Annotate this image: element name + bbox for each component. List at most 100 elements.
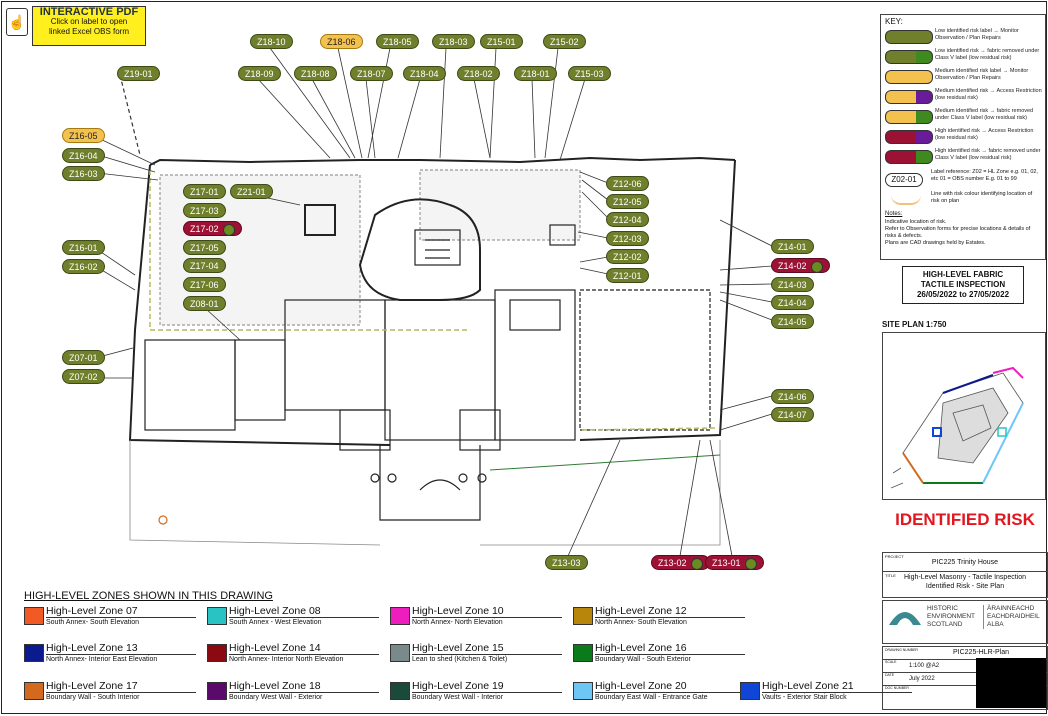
risk-label-text: Z14-06 — [778, 392, 807, 402]
scale-value: 1:100 @A2 — [909, 663, 940, 669]
key-swatch — [885, 130, 933, 144]
risk-label-z13-01[interactable]: Z13-01 — [705, 555, 764, 570]
project-divider — [883, 571, 1047, 572]
hes-logo-icon — [889, 612, 921, 625]
residual-risk-dot-icon — [690, 557, 703, 570]
risk-label-z18-08[interactable]: Z18-08 — [294, 66, 337, 81]
residual-risk-dot-icon — [222, 223, 235, 236]
risk-label-z16-01[interactable]: Z16-01 — [62, 240, 105, 255]
risk-label-z17-03[interactable]: Z17-03 — [183, 203, 226, 218]
risk-label-text: Z17-02 — [190, 224, 219, 234]
zone-name: High-Level Zone 18 — [229, 680, 321, 692]
banner-line-1: Click on label to open — [50, 17, 128, 26]
risk-label-z16-04[interactable]: Z16-04 — [62, 148, 105, 163]
risk-label-z07-02[interactable]: Z07-02 — [62, 369, 105, 384]
risk-label-z13-03[interactable]: Z13-03 — [545, 555, 588, 570]
key-row: High identified risk → fabric removed un… — [885, 147, 1043, 167]
zone-description: Boundary Wall - South Exterior — [595, 654, 745, 664]
risk-label-text: Z19-01 — [124, 69, 153, 79]
risk-label-z14-01[interactable]: Z14-01 — [771, 239, 814, 254]
zone-color-swatch — [573, 644, 593, 662]
risk-line-icon — [891, 195, 921, 205]
risk-label-z18-01[interactable]: Z18-01 — [514, 66, 557, 81]
risk-label-z15-01[interactable]: Z15-01 — [480, 34, 523, 49]
banner-line-2: linked Excel OBS form — [48, 27, 130, 36]
risk-label-z14-02[interactable]: Z14-02 — [771, 258, 830, 273]
zone-name: High-Level Zone 20 — [595, 680, 687, 692]
risk-label-z13-02[interactable]: Z13-02 — [651, 555, 710, 570]
risk-label-z15-02[interactable]: Z15-02 — [543, 34, 586, 49]
risk-label-z19-01[interactable]: Z19-01 — [117, 66, 160, 81]
risk-label-z14-06[interactable]: Z14-06 — [771, 389, 814, 404]
zone-color-swatch — [24, 607, 44, 625]
risk-label-z16-03[interactable]: Z16-03 — [62, 166, 105, 181]
risk-label-z12-06[interactable]: Z12-06 — [606, 176, 649, 191]
risk-label-text: Z15-02 — [550, 37, 579, 47]
risk-label-z12-02[interactable]: Z12-02 — [606, 249, 649, 264]
key-title: KEY: — [885, 17, 903, 26]
zone-color-swatch — [390, 644, 410, 662]
risk-label-text: Z17-03 — [190, 206, 219, 216]
note-item: Refer to Observation forms for precise l… — [885, 226, 1031, 239]
risk-label-z18-04[interactable]: Z18-04 — [403, 66, 446, 81]
risk-label-z15-03[interactable]: Z15-03 — [568, 66, 611, 81]
hes-logo-block: HISTORIC ENVIRONMENT SCOTLAND ÀRAINNEACH… — [882, 600, 1048, 644]
zone-name: High-Level Zone 21 — [762, 680, 854, 692]
key-row-text: High identified risk → fabric removed un… — [935, 148, 1041, 161]
risk-label-text: Z12-02 — [613, 252, 642, 262]
risk-label-z18-05[interactable]: Z18-05 — [376, 34, 419, 49]
risk-label-z07-01[interactable]: Z07-01 — [62, 350, 105, 365]
risk-label-z14-05[interactable]: Z14-05 — [771, 314, 814, 329]
hes-gaelic-line-1: ÀRAINNEACHD — [987, 605, 1035, 612]
risk-label-z17-04[interactable]: Z17-04 — [183, 258, 226, 273]
risk-label-z17-01[interactable]: Z17-01 — [183, 184, 226, 199]
zone-color-swatch — [740, 682, 760, 700]
risk-label-z18-02[interactable]: Z18-02 — [457, 66, 500, 81]
risk-label-z12-01[interactable]: Z12-01 — [606, 268, 649, 283]
zone-color-swatch — [390, 607, 410, 625]
risk-label-text: Z15-01 — [487, 37, 516, 47]
risk-label-text: Z18-01 — [521, 69, 550, 79]
risk-label-z12-03[interactable]: Z12-03 — [606, 231, 649, 246]
risk-label-text: Z15-03 — [575, 69, 604, 79]
zone-description: North Annex- North Elevation — [412, 617, 562, 627]
risk-label-z18-07[interactable]: Z18-07 — [350, 66, 393, 81]
risk-label-z18-10[interactable]: Z18-10 — [250, 34, 293, 49]
note-item: Plans are CAD drawings held by Estates. — [885, 240, 986, 246]
risk-label-text: Z18-10 — [257, 37, 286, 47]
drawing-number: PIC225-HLR-Plan — [953, 649, 1010, 656]
risk-label-text: Z14-05 — [778, 317, 807, 327]
key-row-text: Low identified risk → fabric removed und… — [935, 48, 1040, 61]
risk-label-z17-06[interactable]: Z17-06 — [183, 277, 226, 292]
risk-label-text: Z16-05 — [69, 131, 98, 141]
risk-label-z21-01[interactable]: Z21-01 — [230, 184, 273, 199]
risk-label-z17-05[interactable]: Z17-05 — [183, 240, 226, 255]
risk-label-text: Z17-01 — [190, 187, 219, 197]
project-label: PROJECT — [885, 554, 904, 559]
risk-label-z18-03[interactable]: Z18-03 — [432, 34, 475, 49]
risk-label-z14-03[interactable]: Z14-03 — [771, 277, 814, 292]
risk-label-z18-06[interactable]: Z18-06 — [320, 34, 363, 49]
risk-label-z12-04[interactable]: Z12-04 — [606, 212, 649, 227]
drawing-number-label: DRAWING NUMBER — [885, 648, 918, 652]
key-swatch — [885, 110, 933, 124]
meta-divider — [883, 659, 1047, 660]
risk-label-z17-02[interactable]: Z17-02 — [183, 221, 242, 236]
risk-label-z08-01[interactable]: Z08-01 — [183, 296, 226, 311]
zone-description: Lean to shed (Kitchen & Toilet) — [412, 654, 562, 664]
risk-label-z12-05[interactable]: Z12-05 — [606, 194, 649, 209]
interactive-pdf-banner: INTERACTIVE PDF Click on label to open l… — [32, 6, 146, 46]
key-row-text: High identified risk → Access Restrictio… — [935, 128, 1034, 141]
zone-description: Boundary East Wall - Entrance Gate — [595, 692, 745, 702]
risk-label-z16-05[interactable]: Z16-05 — [62, 128, 105, 143]
hes-gaelic-line-2: EACHDRAIDHEIL — [987, 613, 1040, 620]
risk-label-z14-07[interactable]: Z14-07 — [771, 407, 814, 422]
risk-label-z18-09[interactable]: Z18-09 — [238, 66, 281, 81]
risk-label-text: Z13-03 — [552, 558, 581, 568]
risk-label-z16-02[interactable]: Z16-02 — [62, 259, 105, 274]
risk-label-z14-04[interactable]: Z14-04 — [771, 295, 814, 310]
